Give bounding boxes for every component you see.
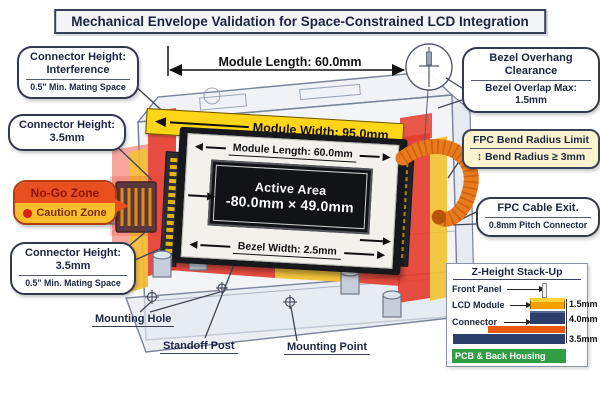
callout-bezel-overhang: Bezel Overhang Clearance Bezel Overlap M…: [462, 47, 600, 113]
stackup-bracket: [566, 299, 568, 343]
caution-zone-row: Caution Zone: [15, 203, 115, 223]
callout-title: FPC Cable Exit.: [497, 202, 579, 214]
z-height-stackup-panel: Z-Height Stack-Up Front Panel LCD Module…: [446, 263, 598, 367]
arrow-right-icon: [507, 284, 545, 293]
stackup-connector-graphic: [530, 311, 565, 324]
stackup-dim-3: 3.5mm: [569, 334, 598, 344]
active-area-left-arrow: [188, 191, 216, 201]
callout-line: Interference: [46, 63, 110, 76]
callout-line: Connector Height:: [30, 51, 126, 63]
arrow-right-icon: [382, 153, 391, 162]
stackup-dim-1: 1.5mm: [569, 299, 598, 309]
arrow-left-icon: [195, 142, 204, 152]
callout-connector-height-mid: Connector Height: 3.5mm: [8, 114, 126, 151]
active-area-size: -80.0mm × 49.0mm: [225, 192, 355, 216]
callout-line: Connector Height:: [19, 119, 115, 131]
stackup-title: Z-Height Stack-Up: [453, 266, 581, 280]
callout-fpc-cable-exit: FPC Cable Exit. 0.8mm Pitch Connector: [476, 197, 600, 237]
dimension-line: [200, 244, 231, 248]
stackup-pcb-graphic: [453, 334, 565, 344]
stackup-lcd-graphic: [530, 298, 565, 309]
callout-line: Clearance: [504, 64, 558, 77]
active-area: Active Area -80.0mm × 49.0mm: [207, 159, 373, 235]
standoff-post-label: Standoff Post: [160, 340, 238, 354]
stackup-connector-label: Connector: [452, 317, 497, 327]
arrow-right-icon: [504, 317, 532, 326]
callout-connector-interference: Connector Height: Interference 0.5" Min.…: [17, 46, 139, 99]
callout-line: 3.5mm: [49, 131, 85, 144]
legend-pointer-icon: [115, 199, 129, 213]
module-length-dimension: [167, 46, 404, 76]
divider: [26, 78, 130, 80]
caution-zone-label: Caution Zone: [36, 207, 107, 219]
gold-pins: [164, 157, 178, 261]
arrow-right-icon: [510, 300, 532, 309]
arrow-right-icon: [392, 64, 405, 76]
callout-line: Connector Height:: [25, 247, 121, 259]
callout-line: 3.5mm: [55, 259, 91, 272]
active-area-right-arrow: [359, 236, 392, 246]
fan-detail: [203, 87, 221, 105]
arrow-left-icon: [169, 64, 182, 76]
zone-legend: No-Go Zone Caution Zone: [13, 180, 129, 225]
callout-note: 0.8mm Pitch Connector: [488, 219, 588, 230]
callout-note: ↕ Bend Radius ≥ 3mm: [470, 151, 592, 163]
callout-note: 0.5" Min. Mating Space: [30, 81, 126, 92]
divider: [471, 79, 591, 81]
stackup-lcd-module-label: LCD Module: [452, 300, 505, 310]
stackup-pcb-back-housing-label: PCB & Back Housing: [452, 349, 566, 363]
bezel-width-dimension: Bezel Width: 2.5mm: [189, 237, 385, 262]
callout-note: 1.5mm: [515, 94, 547, 106]
callout-connector-height-bottom: Connector Height: 3.5mm 0.5" Min. Mating…: [10, 242, 136, 295]
divider: [470, 148, 592, 149]
module-length-inner-label: Module Length: 60.0mm: [228, 141, 358, 163]
stackup-front-panel-label: Front Panel: [452, 284, 502, 294]
callout-line: Bezel Overhang: [489, 52, 573, 64]
callout-note: Bezel Overlap Max:: [485, 82, 577, 94]
mounting-hole-label: Mounting Hole: [92, 313, 175, 327]
page-title: Mechanical Envelope Validation for Space…: [54, 9, 546, 34]
bend-radius-arrow-icon: ↕: [476, 151, 483, 163]
arrow-left-icon: [189, 240, 198, 249]
stackup-front-panel-graphic: [542, 283, 547, 298]
stackup-dim-2: 4.0mm: [569, 314, 598, 324]
callout-title: FPC Bend Radius Limit: [472, 134, 590, 146]
arrow-right-icon: [376, 250, 385, 260]
dimension-line: [343, 252, 374, 256]
mounting-point-label: Mounting Point: [284, 341, 371, 355]
vent-detail: [199, 93, 247, 111]
module-length-top-label: Module Length: 60.0mm: [218, 55, 362, 69]
divider: [19, 274, 127, 276]
callout-fpc-bend-radius: FPC Bend Radius Limit ↕ Bend Radius ≥ 3m…: [462, 129, 600, 169]
bezel-width-label: Bezel Width: 2.5mm: [233, 239, 342, 260]
callout-note: 0.5" Min. Mating Space: [25, 277, 121, 288]
dimension-line: [206, 146, 226, 150]
caution-dot-icon: [23, 208, 33, 218]
detail-circle: [405, 43, 453, 151]
stackup-orange-layer: [488, 326, 565, 333]
lcd-face: Module Length: 60.0mm Active Area -80.0m…: [180, 133, 400, 269]
divider: [485, 216, 591, 218]
lcd-module: Module Length: 60.0mm Active Area -80.0m…: [172, 126, 408, 276]
bend-radius-value: Bend Radius ≥ 3mm: [484, 151, 586, 163]
fpc-cable: [395, 139, 479, 227]
dimension-line: [359, 155, 380, 158]
no-go-zone-label: No-Go Zone: [15, 182, 115, 203]
arrow-left-icon: [154, 116, 167, 128]
vent-detail: [299, 83, 361, 101]
